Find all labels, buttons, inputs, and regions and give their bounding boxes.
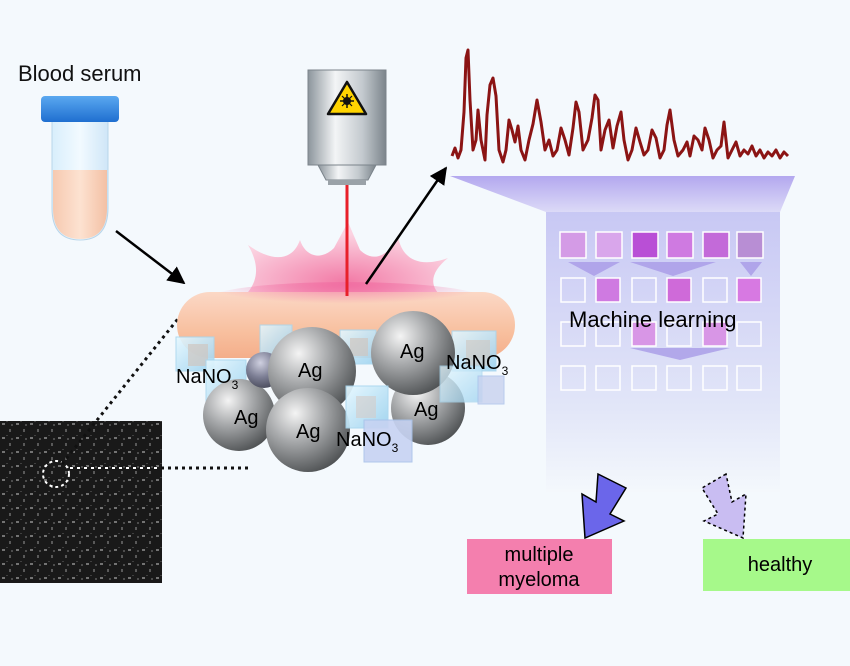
healthy-result-label: healthy: [748, 554, 813, 576]
raman-burst: [240, 222, 450, 302]
nano3-crystal: [439, 365, 505, 405]
laser-warning-icon: [326, 80, 368, 116]
flow-arrow-tube: [115, 230, 186, 285]
blood-serum-tube: [41, 96, 119, 241]
ag-label: Ag: [296, 421, 320, 443]
ag-label: Ag: [298, 360, 322, 382]
nano3-crystal: [363, 419, 413, 463]
nano3-label: NaNO3: [336, 429, 399, 455]
flow-arrow-spectrum: [364, 166, 448, 285]
myeloma-result-line1: multiple: [505, 544, 574, 566]
ag-nanoparticle: [203, 379, 275, 451]
ag-label: Ag: [414, 399, 438, 421]
ag-nanoparticle: [371, 311, 455, 395]
machine-learning-label: Machine learning: [569, 307, 737, 332]
zoom-line-upper: [60, 309, 187, 465]
network-row-2: [560, 277, 762, 303]
myeloma-result-line2: myeloma: [498, 569, 580, 591]
sem-zoom-circle: [42, 460, 70, 488]
network-row-3: [560, 321, 762, 347]
network-connectors: [568, 262, 762, 360]
ag-label: Ag: [234, 407, 258, 429]
myeloma-arrow: [581, 472, 628, 540]
healthy-arrow: [700, 472, 747, 540]
spectrum-funnel: [450, 176, 795, 212]
ag-nanoparticle: [266, 388, 350, 472]
healthy-result-box: [703, 539, 850, 591]
network-row-1: [559, 231, 764, 259]
ag-label: Ag: [400, 341, 424, 363]
nano3-label: NaNO3: [176, 366, 239, 392]
network-row-4: [560, 365, 762, 391]
blood-serum-label: Blood serum: [18, 61, 142, 86]
laser-objective: [307, 69, 387, 185]
myeloma-result-box: [467, 539, 612, 594]
sem-micrograph: [0, 421, 162, 583]
nano3-label: NaNO3: [446, 352, 509, 378]
raman-spectrum: [450, 48, 790, 164]
